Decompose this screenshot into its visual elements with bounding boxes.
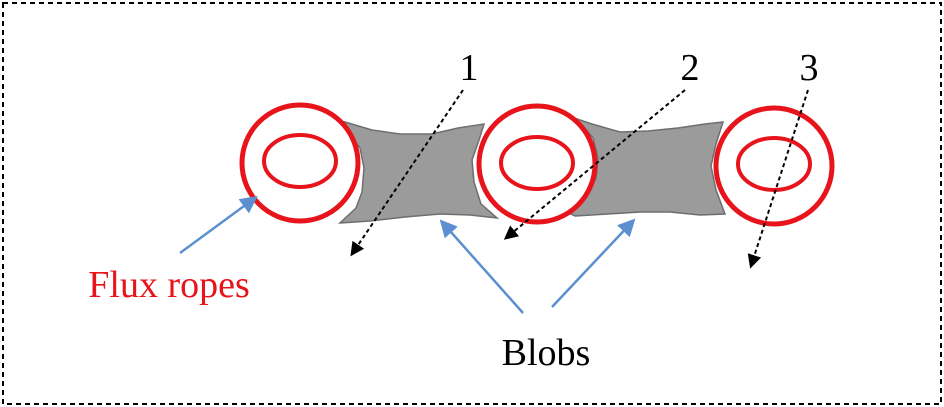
flux-ropes-label: Flux ropes [88,264,250,306]
blobs-label: Blobs [502,332,591,374]
blobs-pointer-arrow-right [551,218,636,308]
blobs-pointer-arrow-left [439,219,524,314]
flux-ropes-pointer-arrow [179,195,258,255]
region-label-2: 2 [681,47,700,89]
region-label-1: 1 [460,47,479,89]
flux-rope-middle [476,103,598,225]
flux-rope-right [713,105,835,227]
blob-left [317,115,500,224]
region-1-arrow [350,89,464,257]
region-label-3: 3 [800,47,819,89]
flux-rope-left [239,102,361,224]
region-3-arrow [747,89,809,269]
region-2-arrow [503,89,686,240]
